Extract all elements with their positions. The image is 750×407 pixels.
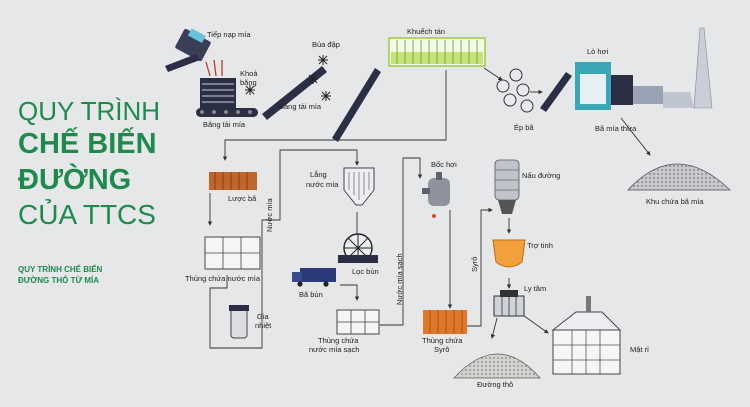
mud-filter	[338, 233, 378, 263]
label-thung-chua-sach-1: Thùng chứa	[318, 336, 359, 345]
label-bang-tai-mia-1: Băng tải mía	[203, 120, 246, 129]
label-nau-duong: Nấu đường	[522, 171, 561, 180]
label-duong-tho: Đường thô	[477, 380, 514, 389]
label-nuoc-mia: Nước mía	[265, 198, 274, 232]
label-gia-nhiet-1: Gia	[257, 312, 269, 321]
label-thung-chua-sach-2: nước mía sạch	[309, 345, 360, 354]
clean-juice-tank	[336, 309, 380, 335]
label-tiep-nap-mia: Tiếp nạp mía	[207, 30, 251, 39]
syrup-tank	[423, 310, 467, 334]
diffuser	[388, 37, 486, 67]
label-syro: Syrô	[470, 256, 479, 272]
title-line-1: QUY TRÌNH	[18, 96, 161, 126]
mud-truck	[292, 268, 336, 287]
molasses-tank	[551, 296, 622, 375]
subtitle-line-1: QUY TRÌNH CHẾ BIẾN	[18, 265, 103, 274]
label-mat-ri: Mật rỉ	[630, 345, 649, 354]
label-lang-2: nước mía	[306, 180, 339, 189]
label-khu-chua-ba-mia: Khu chứa bã mía	[646, 197, 704, 206]
label-lang-1: Lắng	[310, 170, 327, 179]
strainer	[209, 172, 257, 190]
label-nuoc-mia-sach: Nước mía sạch	[395, 253, 404, 305]
crystallizer	[492, 239, 526, 268]
label-ba-mia-thua: Bã mía thừa	[595, 124, 637, 133]
label-boc-hoi: Bốc hơi	[431, 160, 457, 169]
centrifuge	[493, 290, 525, 317]
label-lo-hoi: Lò hơi	[587, 47, 609, 56]
label-thung-chua-nuoc-mia: Thùng chứa nước mía	[185, 274, 260, 283]
press-rollers	[496, 68, 534, 113]
title-line-2: CHẾ BIẾN	[18, 128, 157, 160]
juice-tank	[204, 236, 261, 270]
flow-lines	[207, 67, 651, 349]
subtitle-line-2: ĐƯỜNG THÔ TỪ MÍA	[18, 276, 99, 285]
label-khuech-tan: Khuếch tán	[407, 27, 445, 36]
title-line-3: ĐƯỜNG	[18, 164, 132, 196]
label-ba-bun: Bã bùn	[299, 290, 323, 299]
label-khoa-bang-2: băng	[240, 78, 257, 87]
label-thung-chua-syro-2: Syrô	[434, 345, 450, 354]
boiler	[540, 27, 713, 112]
vacuum-pan	[494, 159, 520, 214]
label-tro-tinh: Trợ tinh	[527, 241, 553, 250]
label-loc-bun: Lọc bùn	[352, 267, 379, 276]
cane-feeder	[165, 28, 236, 110]
clarifier	[343, 167, 375, 206]
bagasse-pile	[627, 163, 731, 191]
label-ly-tam: Ly tâm	[524, 284, 547, 293]
label-thung-chua-syro-1: Thùng chứa	[422, 336, 463, 345]
label-gia-nhiet-2: nhiệt	[255, 321, 272, 330]
label-luoc-ba: Lược bã	[228, 194, 257, 203]
heater	[229, 305, 249, 339]
label-bua-dap: Búa đập	[312, 40, 340, 49]
title-line-4: CỦA TTCS	[18, 199, 156, 230]
evaporator	[422, 172, 450, 218]
label-khoa-bang-1: Khoả	[240, 69, 258, 78]
cutter-blades	[245, 55, 331, 101]
label-bang-tai-mia-2: Băng tải mía	[279, 102, 322, 111]
label-ep-ba: Ép bã	[514, 123, 534, 132]
raw-sugar-pile	[453, 353, 541, 379]
